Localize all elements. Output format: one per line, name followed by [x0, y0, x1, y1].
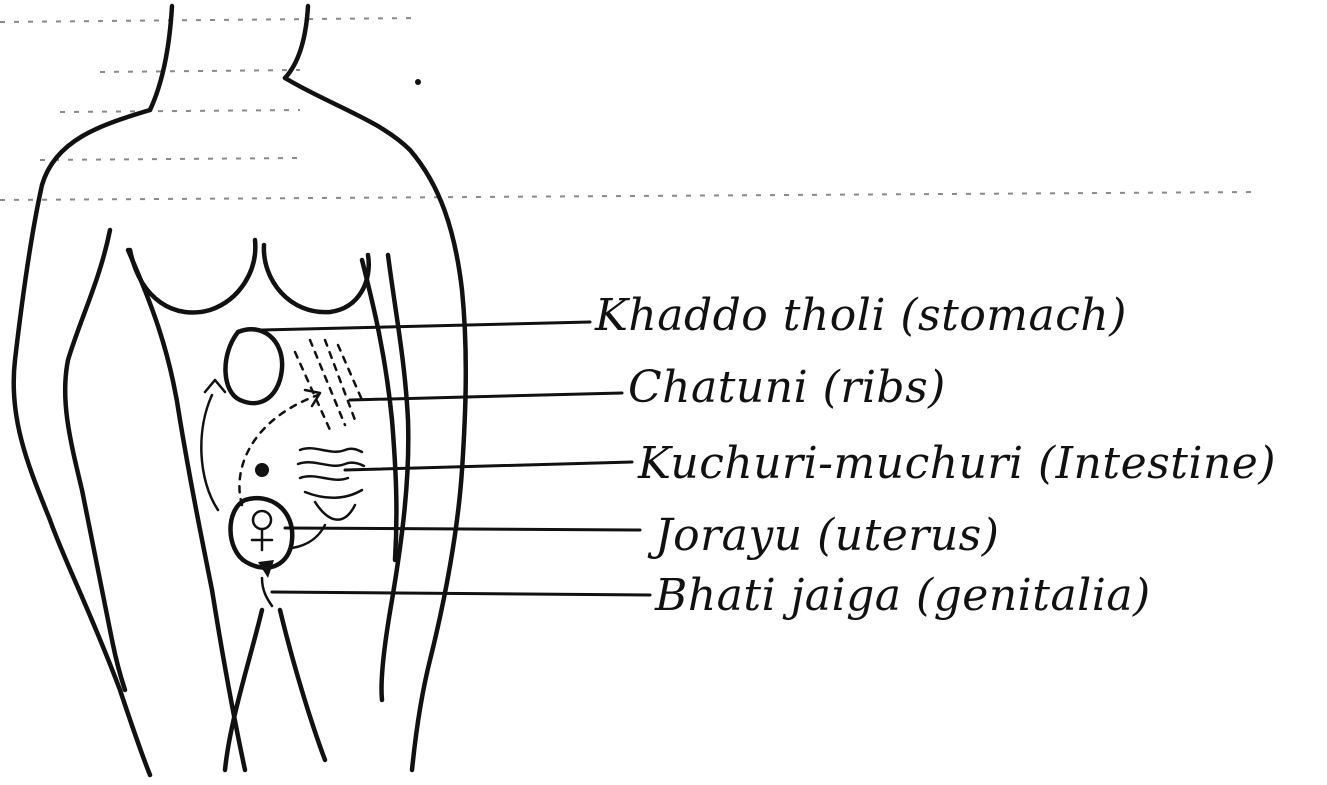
label-uterus: Jorayu (uterus) [647, 510, 999, 561]
stomach-shape [225, 329, 282, 403]
label-ribs: Chatuni (ribs) [628, 362, 946, 413]
label-stomach: Khaddo tholi (stomach) [594, 290, 1127, 341]
leader-genitalia [272, 592, 650, 595]
leader-stomach [262, 322, 590, 330]
photocopy-noise [0, 18, 1260, 200]
organs [201, 329, 364, 606]
label-genitalia: Bhati jaiga (genitalia) [654, 570, 1151, 621]
body-outline [14, 6, 466, 775]
labels: Khaddo tholi (stomach) Chatuni (ribs) Ku… [594, 290, 1276, 621]
leader-intestine [345, 462, 632, 470]
leader-uterus [285, 528, 640, 530]
intestine-squiggles [298, 448, 364, 519]
label-intestine: Kuchuri-muchuri (Intestine) [637, 438, 1276, 489]
ribs-hatching [295, 340, 362, 430]
